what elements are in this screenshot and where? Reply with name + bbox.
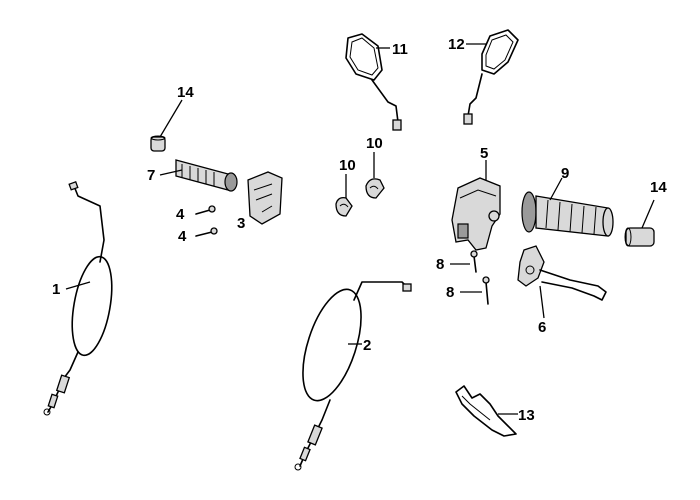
- cable-part-2: [294, 281, 412, 471]
- callout-4a: 4: [176, 206, 185, 223]
- bar-end-part-14-left: [150, 135, 166, 152]
- callout-13: 13: [518, 407, 535, 424]
- leader-14b: [641, 199, 655, 229]
- callout-3: 3: [237, 215, 245, 232]
- cable-part-1: [43, 180, 113, 416]
- clamp-part-10-left: [335, 196, 353, 217]
- callout-9: 9: [561, 165, 569, 182]
- callout-8a: 8: [436, 256, 444, 273]
- callout-14a: 14: [177, 84, 194, 101]
- callout-12: 12: [448, 36, 465, 53]
- screw-part-4-top: [195, 205, 216, 215]
- throttle-grip-part-7: [175, 159, 238, 192]
- throttle-housing-part-3: [247, 171, 283, 225]
- mirror-part-11: [345, 33, 402, 131]
- screw-part-4-bottom: [195, 227, 218, 237]
- callout-2: 2: [363, 337, 371, 354]
- brake-lever-part-6: [517, 245, 607, 301]
- handle-grip-part-9: [521, 191, 614, 237]
- callout-5: 5: [480, 145, 488, 162]
- leader-6: [539, 285, 545, 319]
- callout-1: 1: [52, 281, 60, 298]
- leader-7: [159, 169, 183, 176]
- screw-part-8-top: [470, 250, 478, 273]
- callout-10a: 10: [339, 157, 356, 174]
- leader-14a: [159, 99, 183, 138]
- switch-housing-part-5: [451, 177, 501, 251]
- callout-14b: 14: [650, 179, 667, 196]
- callout-11: 11: [392, 41, 408, 58]
- callout-8b: 8: [446, 284, 454, 301]
- mirror-part-12: [463, 29, 519, 125]
- callout-6: 6: [538, 319, 546, 336]
- leader-1: [65, 281, 91, 290]
- callout-7: 7: [147, 167, 155, 184]
- leader-9: [549, 177, 563, 201]
- bar-end-part-14-right: [624, 227, 655, 247]
- clamp-part-10-right: [365, 178, 385, 199]
- callout-10b: 10: [366, 135, 383, 152]
- screw-part-8-bottom: [482, 276, 490, 305]
- bracket-part-13: [455, 385, 517, 437]
- callout-4b: 4: [178, 228, 187, 245]
